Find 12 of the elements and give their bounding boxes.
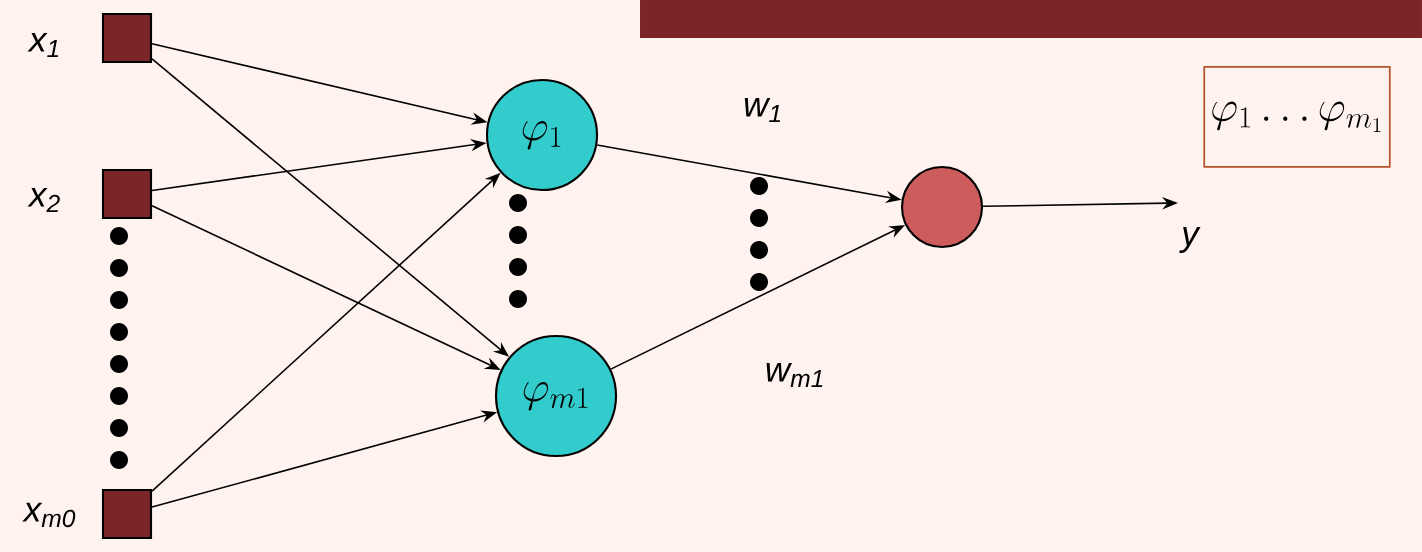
input-label: x$_{1}$: [27, 32, 59, 57]
input-square: [101, 12, 153, 64]
input-square: [101, 168, 153, 220]
input-square: [101, 488, 153, 540]
edge-label: w$_{m1}$: [763, 361, 827, 389]
edge-label: y: [1179, 225, 1201, 255]
formula-box: $\varphi_1\ldots\varphi_{m_1}$: [1203, 66, 1391, 168]
output-circle: [900, 165, 984, 249]
input-label: x$_{2}$: [27, 187, 60, 212]
input-label: x$_{m0}$: [22, 502, 76, 528]
title-banner: [640, 0, 1422, 38]
edge-label: w$_{1}$: [741, 96, 785, 124]
